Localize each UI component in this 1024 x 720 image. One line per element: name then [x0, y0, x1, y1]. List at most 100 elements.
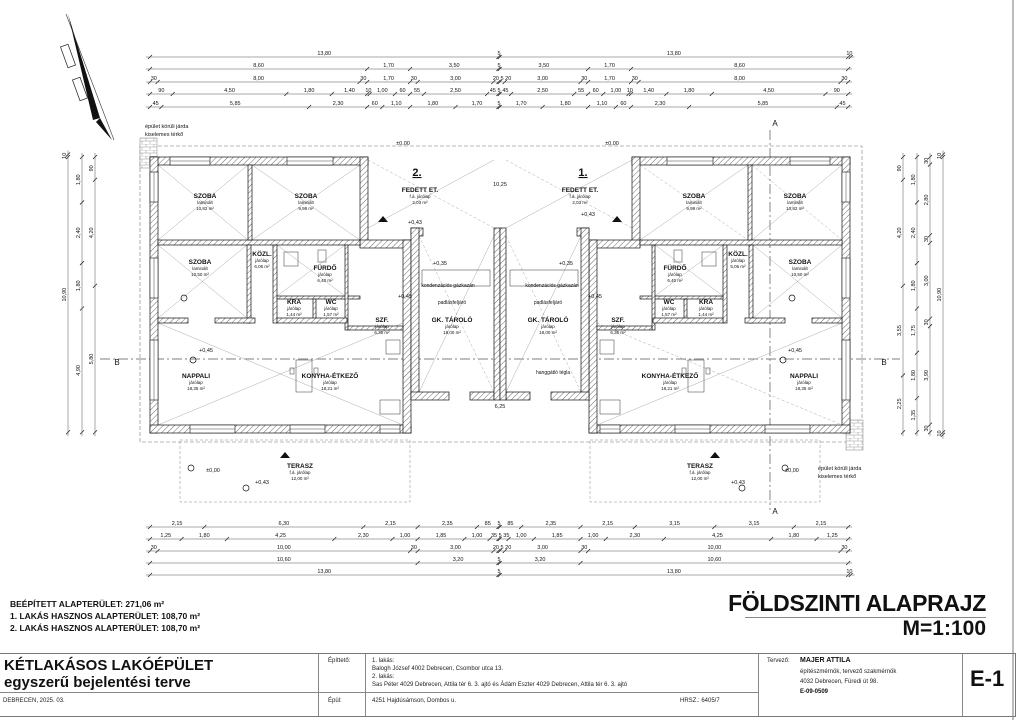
room-floor: járólap — [322, 380, 337, 385]
room-name: KÖZL. — [728, 249, 748, 258]
room-floor: laminált — [197, 200, 213, 205]
dimension-label: 3,15 — [749, 521, 760, 527]
room-area: 12,00 m² — [691, 476, 709, 481]
sheet-title: FÖLDSZINTI ALAPRAJZ — [728, 590, 986, 616]
dimension-label: 3,00 — [924, 275, 930, 286]
wall — [469, 391, 495, 401]
sheet-scale: M=1:100 — [902, 617, 986, 640]
dimension-label: 2,15 — [602, 521, 613, 527]
wall — [246, 244, 252, 324]
room-name: FÜRDŐ — [663, 263, 686, 272]
dimension-label: 1,40 — [344, 88, 355, 94]
dimension-label: 5 — [498, 521, 501, 527]
divider — [745, 617, 986, 618]
dimension-label: 8,00 — [734, 76, 745, 82]
wall — [410, 227, 420, 399]
area-summary: BEÉPÍTETT ALAPTERÜLET: 271,06 m² 1. LAKÁ… — [10, 598, 200, 634]
room-name: SZOBA — [784, 193, 807, 200]
dimension-label: 1,80 — [427, 101, 438, 107]
dimension-label: 45 — [490, 88, 496, 94]
place-date: DEBRECEN, 2025. 03. — [3, 698, 65, 704]
room-name: KÖZL. — [252, 249, 272, 258]
dimension-label: 1,80 — [911, 370, 917, 381]
room-name: WC — [326, 299, 337, 306]
fixture — [599, 339, 615, 355]
dimension-label: 1,35 — [911, 410, 917, 421]
dimension-label: 1,80 — [199, 533, 210, 539]
room-area: 10,50 m² — [791, 272, 809, 277]
wall — [312, 298, 317, 320]
dimension-label: 1,00 — [516, 533, 527, 539]
designer-name: MAJER ATTILA — [800, 657, 851, 664]
room-floor: f.á. járólap — [569, 194, 591, 199]
fixture — [385, 339, 401, 355]
room-floor: járólap — [317, 272, 332, 277]
room-area: 10,82 m² — [196, 206, 214, 211]
dimension-label: 2,30 — [655, 101, 666, 107]
room-floor: laminált — [787, 200, 803, 205]
wall — [149, 424, 412, 434]
room-name: FÜRDŐ — [313, 263, 336, 272]
dimension-label: 8,60 — [253, 63, 264, 69]
dimension-label: 30 — [151, 545, 157, 551]
room-name: TERASZ — [687, 463, 713, 470]
dimension-label: 1,10 — [597, 101, 608, 107]
dimension-label: 35 — [491, 533, 497, 539]
room-floor: járólap — [286, 306, 301, 311]
room-floor: laminált — [298, 200, 314, 205]
dimension-label: 1,40 — [643, 88, 654, 94]
wall — [588, 239, 598, 434]
dimension-label: 5 — [498, 569, 501, 575]
room-area: 2,03 m² — [572, 200, 588, 205]
wall — [276, 295, 361, 300]
room-area: 6,40 m² — [317, 278, 333, 283]
dimension-label: 10 — [62, 153, 68, 159]
dimension-label: 5 — [498, 88, 501, 94]
fixture — [701, 251, 717, 267]
designer-address: 4032 Debrecen, Füredi út 98. — [800, 679, 879, 685]
dimension-label: 10,25 — [493, 182, 507, 188]
sheet-code: E-1 — [970, 666, 1005, 691]
boiler-note: kondenzációs gázkazán — [421, 283, 475, 289]
dimension-label: 1,00 — [472, 533, 483, 539]
room-area: 9,98 m² — [298, 206, 314, 211]
dimension-label: 1,00 — [588, 533, 599, 539]
room-floor: járólap — [730, 258, 745, 263]
room-area: 18,21 m² — [661, 386, 679, 391]
fixture — [509, 269, 579, 287]
room-floor: járólap — [667, 272, 682, 277]
room-floor: járólap — [662, 380, 677, 385]
room-floor: járólap — [188, 380, 203, 385]
level-marker-icon — [779, 356, 787, 364]
room-area: 1,44 m² — [286, 312, 302, 317]
wall — [811, 317, 843, 324]
room-floor: laminált — [686, 200, 702, 205]
fixture — [681, 367, 687, 375]
room-name: WC — [664, 299, 675, 306]
room-area: 1,44 m² — [698, 312, 714, 317]
dimension-label: 13,80 — [317, 569, 331, 575]
fixture — [421, 269, 491, 287]
room-name: KONYHA-ÉTKEZŐ — [302, 371, 359, 380]
client-unit2-label: 2. lakás: — [372, 674, 395, 680]
room-floor: járólap — [610, 324, 625, 329]
client-unit1: Balogh József 4002 Debrecen, Csombor utc… — [372, 666, 504, 672]
dimension-label: 30 — [841, 545, 847, 551]
room-floor: járólap — [254, 258, 269, 263]
wall — [505, 391, 531, 401]
section-marker-a: A — [772, 119, 778, 128]
room-floor: laminált — [792, 266, 808, 271]
dimension-label: 10,00 — [277, 545, 291, 551]
dimension-label: 90 — [834, 88, 840, 94]
wall — [588, 424, 851, 434]
dimension-label: 1,70 — [516, 101, 527, 107]
boiler-note: kondenzációs gázkazán — [525, 283, 579, 289]
wall — [272, 244, 278, 324]
room-name: FEDETT ET. — [402, 187, 439, 194]
attic-access-note: padlásfeljáró — [438, 300, 467, 306]
room-area: 1,57 m² — [661, 312, 677, 317]
room-area: 9,98 m² — [686, 206, 702, 211]
dimension-label: 2,15 — [816, 521, 827, 527]
